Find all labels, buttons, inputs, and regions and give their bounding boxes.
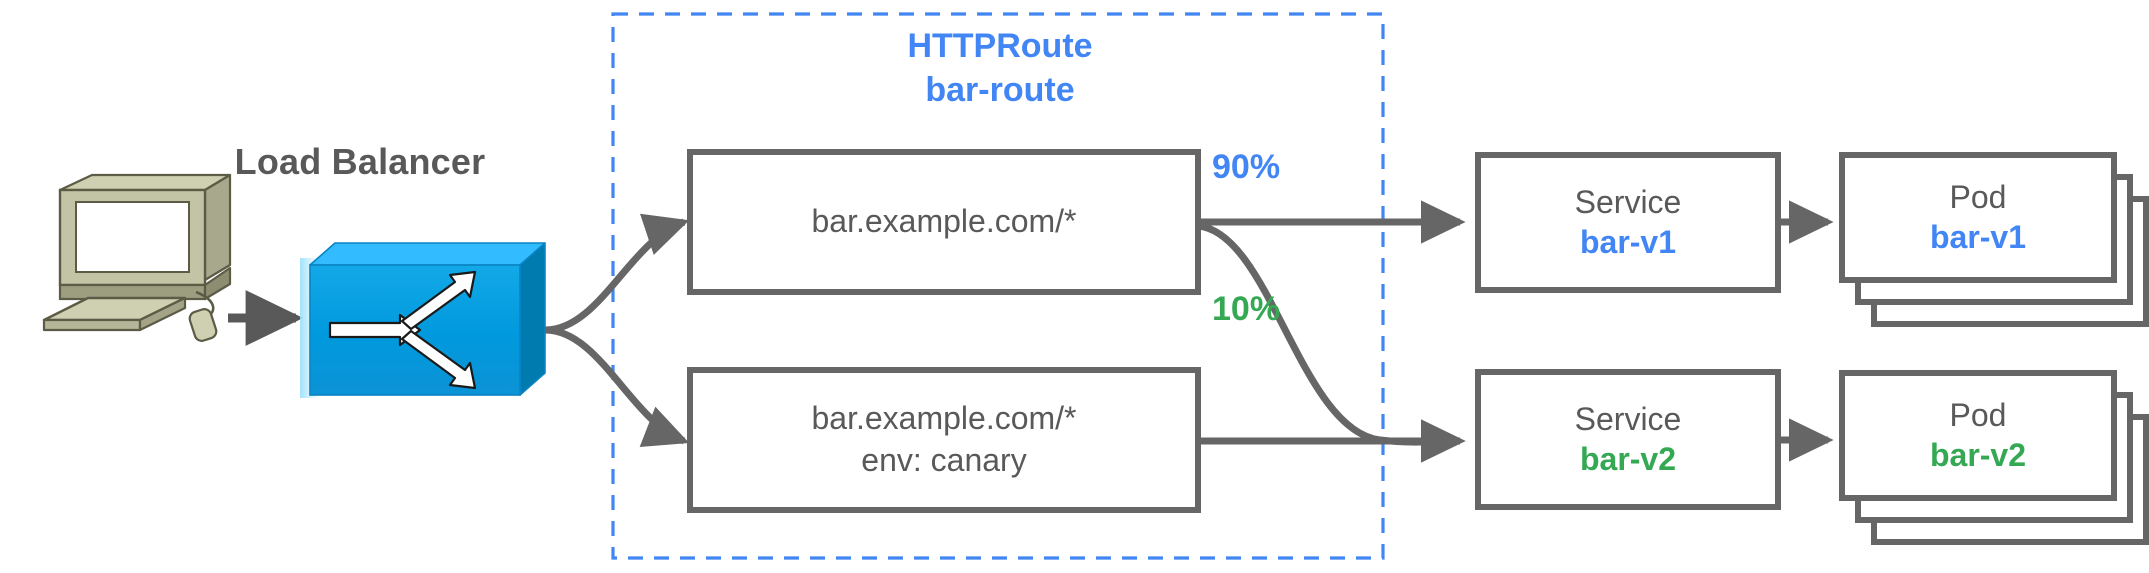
httproute-boundary bbox=[611, 12, 1385, 560]
edge-lb-to-rule-primary bbox=[544, 213, 690, 334]
rule-box-canary bbox=[687, 367, 1201, 513]
service-box-bar-v1 bbox=[1475, 152, 1781, 293]
service-box-bar-v2 bbox=[1475, 369, 1781, 510]
pod-stack-bar-v1 bbox=[1839, 152, 2149, 327]
edge-primary-to-svc-v2-10 bbox=[1197, 222, 1466, 463]
desktop-computer-icon bbox=[42, 173, 232, 342]
pod-stack-bar-v2 bbox=[1839, 370, 2149, 545]
load-balancer-icon bbox=[300, 242, 546, 398]
edge-lb-to-rule-canary bbox=[544, 326, 690, 447]
rule-box-primary bbox=[687, 149, 1201, 295]
